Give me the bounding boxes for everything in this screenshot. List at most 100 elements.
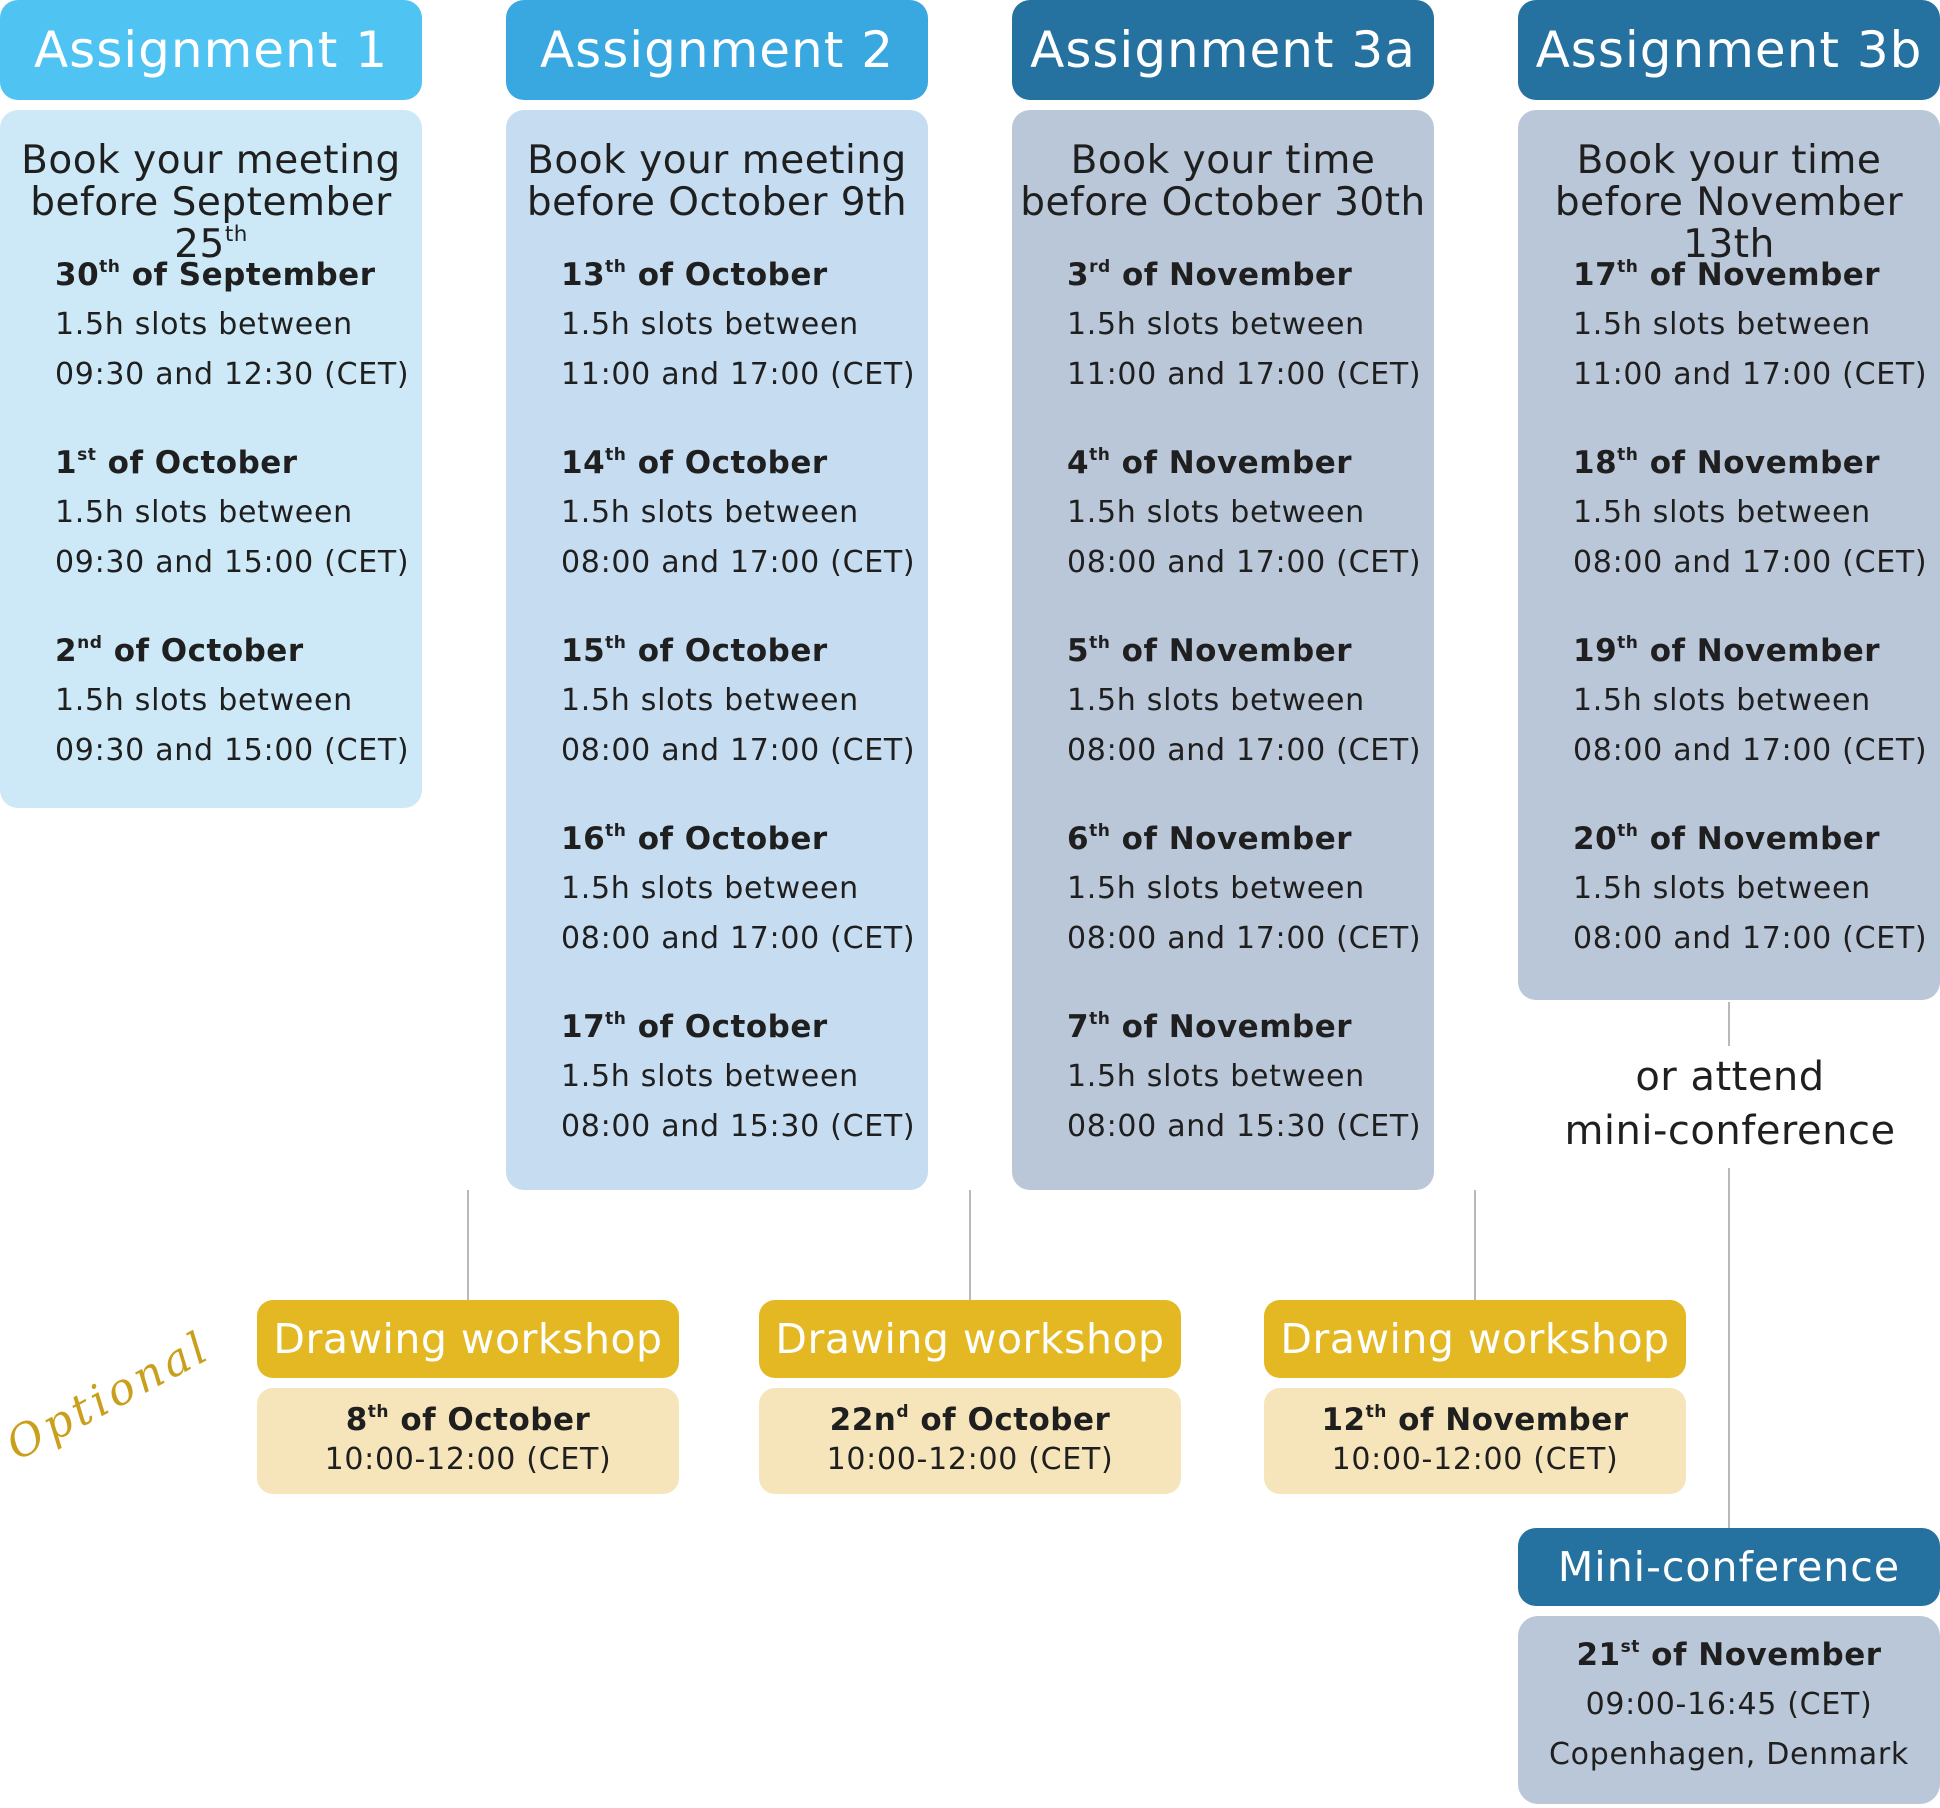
- slot-time: 08:00 and 17:00 (CET): [1067, 733, 1422, 768]
- slot-duration: 1.5h slots between: [55, 307, 353, 342]
- slot-duration: 1.5h slots between: [1067, 1059, 1365, 1094]
- slot: 4th of November 1.5h slots between 08:00…: [1067, 438, 1421, 588]
- workshop-1-details: 8th of October 10:00-12:00 (CET): [257, 1388, 679, 1494]
- slot-time: 08:00 and 17:00 (CET): [1067, 921, 1422, 956]
- workshop-date: 8th of October: [345, 1402, 591, 1438]
- slot: 19th of November 1.5h slots between 08:0…: [1573, 626, 1927, 776]
- slot: 15th of October 1.5h slots between 08:00…: [561, 626, 915, 776]
- mini-conference-location: Copenhagen, Denmark: [1549, 1737, 1909, 1772]
- slot-time: 08:00 and 17:00 (CET): [561, 733, 916, 768]
- slot: 30th of September 1.5h slots between 09:…: [55, 250, 409, 400]
- slot-duration: 1.5h slots between: [55, 495, 353, 530]
- assignment-2-header: Assignment 2: [506, 0, 928, 100]
- slot-duration: 1.5h slots between: [561, 307, 859, 342]
- slot-date: 7th of November: [1067, 1009, 1353, 1045]
- booking-deadline: Book your meeting before October 9th: [526, 138, 908, 225]
- slot-date: 3rd of November: [1067, 257, 1353, 293]
- slot-time: 08:00 and 17:00 (CET): [1067, 545, 1422, 580]
- slot-date: 30th of September: [55, 257, 376, 293]
- slot: 2nd of October 1.5h slots between 09:30 …: [55, 626, 409, 776]
- slot: 20th of November 1.5h slots between 08:0…: [1573, 814, 1927, 964]
- slot-time: 11:00 and 17:00 (CET): [1573, 357, 1928, 392]
- slot: 6th of November 1.5h slots between 08:00…: [1067, 814, 1421, 964]
- slot-date: 14th of October: [561, 445, 828, 481]
- booking-deadline: Book your meeting before September 25th: [21, 138, 401, 267]
- slot-date: 6th of November: [1067, 821, 1353, 857]
- workshop-time: 10:00-12:00 (CET): [826, 1442, 1114, 1477]
- connector-a2-workshop: [969, 1190, 971, 1300]
- assignment-1-panel: Book your meeting before September 25th …: [0, 110, 422, 808]
- workshop-3-details: 12th of November 10:00-12:00 (CET): [1264, 1388, 1686, 1494]
- assignment-3a-panel: Book your time before October 30th 3rd o…: [1012, 110, 1434, 1190]
- slot: 16th of October 1.5h slots between 08:00…: [561, 814, 915, 964]
- slot-date: 4th of November: [1067, 445, 1353, 481]
- connector-a3b-or: [1728, 1002, 1730, 1046]
- slot: 17th of October 1.5h slots between 08:00…: [561, 1002, 915, 1152]
- slot-date: 15th of October: [561, 633, 828, 669]
- slot-duration: 1.5h slots between: [561, 871, 859, 906]
- slot-time: 08:00 and 17:00 (CET): [1573, 545, 1928, 580]
- slot-duration: 1.5h slots between: [55, 683, 353, 718]
- slot-time: 11:00 and 17:00 (CET): [1067, 357, 1422, 392]
- optional-label: Optional: [0, 1321, 220, 1471]
- slot: 7th of November 1.5h slots between 08:00…: [1067, 1002, 1421, 1152]
- slot: 18th of November 1.5h slots between 08:0…: [1573, 438, 1927, 588]
- assignment-3b-panel: Book your time before November 13th 17th…: [1518, 110, 1940, 1000]
- slot-time: 08:00 and 17:00 (CET): [1573, 733, 1928, 768]
- slot-date: 18th of November: [1573, 445, 1881, 481]
- slot-date: 13th of October: [561, 257, 828, 293]
- slot-time: 11:00 and 17:00 (CET): [561, 357, 916, 392]
- assignment-3a-header: Assignment 3a: [1012, 0, 1434, 100]
- slot: 5th of November 1.5h slots between 08:00…: [1067, 626, 1421, 776]
- connector-or-miniconf: [1728, 1168, 1730, 1528]
- workshop-2-header: Drawing workshop: [759, 1300, 1181, 1378]
- mini-conference-time: 09:00-16:45 (CET): [1585, 1687, 1873, 1722]
- slot-duration: 1.5h slots between: [1573, 495, 1871, 530]
- assignment-2-panel: Book your meeting before October 9th 13t…: [506, 110, 928, 1190]
- slot: 1st of October 1.5h slots between 09:30 …: [55, 438, 409, 588]
- slot-duration: 1.5h slots between: [561, 495, 859, 530]
- slot-duration: 1.5h slots between: [1573, 683, 1871, 718]
- slot-time: 08:00 and 17:00 (CET): [561, 545, 916, 580]
- mini-conference-details: 21st of November 09:00-16:45 (CET) Copen…: [1518, 1616, 1940, 1804]
- workshop-time: 10:00-12:00 (CET): [324, 1442, 612, 1477]
- slot-duration: 1.5h slots between: [1067, 871, 1365, 906]
- workshop-2-details: 22nd of October 10:00-12:00 (CET): [759, 1388, 1181, 1494]
- slot-date: 5th of November: [1067, 633, 1353, 669]
- mini-conference-header: Mini-conference: [1518, 1528, 1940, 1606]
- slot-duration: 1.5h slots between: [1067, 307, 1365, 342]
- slot-date: 19th of November: [1573, 633, 1881, 669]
- slot-date: 2nd of October: [55, 633, 304, 669]
- slot: 13th of October 1.5h slots between 11:00…: [561, 250, 915, 400]
- slot-time: 09:30 and 12:30 (CET): [55, 357, 410, 392]
- slot-time: 09:30 and 15:00 (CET): [55, 545, 410, 580]
- workshop-3-header: Drawing workshop: [1264, 1300, 1686, 1378]
- slot-time: 08:00 and 15:30 (CET): [561, 1109, 916, 1144]
- slot-duration: 1.5h slots between: [1067, 495, 1365, 530]
- slot-duration: 1.5h slots between: [1573, 871, 1871, 906]
- booking-deadline: Book your time before October 30th: [1020, 138, 1426, 225]
- slot-date: 16th of October: [561, 821, 828, 857]
- slot: 17th of November 1.5h slots between 11:0…: [1573, 250, 1927, 400]
- mini-conference-date: 21st of November: [1576, 1637, 1882, 1673]
- workshop-time: 10:00-12:00 (CET): [1331, 1442, 1619, 1477]
- slot-duration: 1.5h slots between: [1573, 307, 1871, 342]
- workshop-date: 12th of November: [1321, 1402, 1629, 1438]
- workshop-date: 22nd of October: [829, 1402, 1111, 1438]
- assignment-3b-header: Assignment 3b: [1518, 0, 1940, 100]
- booking-deadline: Book your time before November 13th: [1554, 138, 1904, 267]
- slot-date: 20th of November: [1573, 821, 1881, 857]
- slot-duration: 1.5h slots between: [561, 1059, 859, 1094]
- slot-time: 08:00 and 15:30 (CET): [1067, 1109, 1422, 1144]
- slot-date: 1st of October: [55, 445, 298, 481]
- slot-duration: 1.5h slots between: [561, 683, 859, 718]
- connector-a3a-workshop: [1474, 1190, 1476, 1300]
- slot-duration: 1.5h slots between: [1067, 683, 1365, 718]
- workshop-1-header: Drawing workshop: [257, 1300, 679, 1378]
- slot: 3rd of November 1.5h slots between 11:00…: [1067, 250, 1421, 400]
- slot-date: 17th of November: [1573, 257, 1881, 293]
- slot: 14th of October 1.5h slots between 08:00…: [561, 438, 915, 588]
- slot-time: 08:00 and 17:00 (CET): [561, 921, 916, 956]
- slot-date: 17th of October: [561, 1009, 828, 1045]
- slot-time: 09:30 and 15:00 (CET): [55, 733, 410, 768]
